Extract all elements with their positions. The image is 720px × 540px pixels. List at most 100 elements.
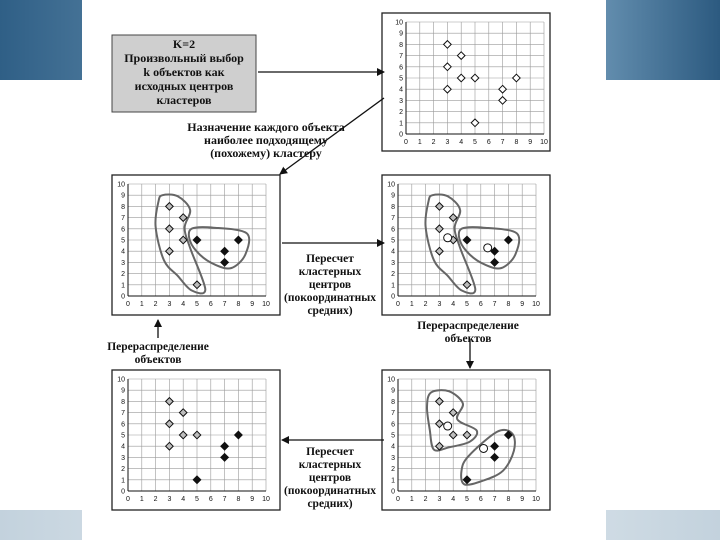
x-tick-label: 3	[437, 496, 441, 503]
y-tick-label: 0	[121, 294, 125, 301]
data-point-diamond-black	[490, 246, 500, 256]
start-box-line: кластеров	[156, 93, 212, 107]
cluster-outline	[154, 193, 207, 295]
redistribute-label-line: объектов	[135, 354, 182, 366]
y-tick-label: 8	[391, 399, 395, 406]
y-tick-label: 3	[399, 98, 403, 105]
data-point-diamond-open	[511, 73, 521, 83]
x-tick-label: 0	[126, 301, 130, 308]
cluster-outline	[425, 389, 479, 452]
data-point-diamond-open	[498, 95, 508, 105]
y-tick-label: 2	[391, 271, 395, 278]
y-tick-label: 0	[121, 489, 125, 496]
chart-frame	[111, 174, 281, 316]
recalc-label-line: центров	[309, 279, 351, 291]
data-point-diamond-black	[503, 430, 513, 440]
x-tick-label: 4	[451, 301, 455, 308]
y-tick-label: 8	[391, 204, 395, 211]
x-tick-label: 9	[520, 496, 524, 503]
data-point-diamond-open	[470, 73, 480, 83]
x-tick-label: 0	[126, 496, 130, 503]
recalc-label-line: центров	[309, 472, 351, 484]
y-tick-label: 6	[391, 421, 395, 428]
x-tick-label: 5	[473, 139, 477, 146]
x-tick-label: 2	[154, 301, 158, 308]
data-point-diamond-gray	[434, 441, 444, 451]
cluster-outline	[424, 193, 477, 295]
cluster-center-point	[443, 421, 453, 431]
x-tick-label: 7	[223, 496, 227, 503]
start-box-line: Произвольный выбор	[124, 51, 244, 65]
x-tick-label: 0	[396, 301, 400, 308]
y-tick-label: 4	[121, 444, 125, 451]
data-point-diamond-black	[490, 257, 500, 267]
data-point-diamond-open	[442, 39, 452, 49]
x-tick-label: 5	[465, 496, 469, 503]
y-tick-label: 7	[399, 53, 403, 60]
data-point-diamond-black	[233, 430, 243, 440]
y-tick-label: 10	[117, 377, 125, 384]
x-tick-label: 0	[404, 139, 408, 146]
y-tick-label: 7	[121, 410, 125, 417]
y-tick-label: 0	[391, 294, 395, 301]
x-tick-label: 10	[532, 301, 540, 308]
recalc-label-line: (покоординатных	[284, 485, 376, 497]
chart-frame	[381, 12, 551, 152]
y-tick-label: 8	[399, 42, 403, 49]
x-tick-label: 3	[167, 301, 171, 308]
data-point-diamond-gray	[434, 246, 444, 256]
y-tick-label: 1	[121, 282, 125, 289]
y-tick-label: 5	[391, 238, 395, 245]
x-tick-label: 2	[432, 139, 436, 146]
redistribute-label-line: Перераспределение	[417, 320, 519, 332]
cluster-outline	[460, 428, 516, 486]
data-point-diamond-black	[233, 235, 243, 245]
data-point-diamond-black	[220, 246, 230, 256]
x-tick-label: 1	[410, 301, 414, 308]
recalc-label-line: кластерных	[299, 459, 362, 471]
cluster-center-point	[483, 243, 493, 253]
data-point-diamond-black	[220, 452, 230, 462]
y-tick-label: 3	[391, 260, 395, 267]
x-tick-label: 8	[514, 139, 518, 146]
x-tick-label: 6	[487, 139, 491, 146]
data-point-diamond-gray	[462, 430, 472, 440]
y-tick-label: 3	[121, 455, 125, 462]
x-tick-label: 4	[459, 139, 463, 146]
data-point-diamond-black	[462, 235, 472, 245]
data-point-diamond-gray	[434, 419, 444, 429]
y-tick-label: 4	[121, 249, 125, 256]
y-tick-label: 4	[399, 87, 403, 94]
x-tick-label: 6	[209, 496, 213, 503]
y-tick-label: 3	[121, 260, 125, 267]
y-tick-label: 1	[391, 477, 395, 484]
data-point-diamond-gray	[164, 419, 174, 429]
x-tick-label: 6	[479, 496, 483, 503]
y-tick-label: 6	[399, 64, 403, 71]
data-point-diamond-black	[220, 257, 230, 267]
chart-frame	[381, 174, 551, 316]
cluster-center-point	[443, 233, 453, 243]
y-tick-label: 6	[391, 226, 395, 233]
assign-label-line: наиболее подходящему	[204, 133, 328, 147]
x-tick-label: 9	[250, 301, 254, 308]
x-tick-label: 8	[506, 496, 510, 503]
y-tick-label: 10	[395, 20, 403, 27]
y-tick-label: 7	[391, 410, 395, 417]
x-tick-label: 3	[445, 139, 449, 146]
data-point-diamond-open	[456, 73, 466, 83]
y-tick-label: 4	[391, 249, 395, 256]
x-tick-label: 7	[493, 301, 497, 308]
y-tick-label: 1	[121, 477, 125, 484]
data-point-diamond-black	[192, 235, 202, 245]
data-point-diamond-black	[503, 235, 513, 245]
y-tick-label: 10	[387, 182, 395, 189]
label-recalc-1: Пересчеткластерныхцентров(покоординатных…	[284, 253, 376, 317]
data-point-diamond-gray	[164, 246, 174, 256]
x-tick-label: 1	[140, 301, 144, 308]
y-tick-label: 9	[391, 388, 395, 395]
y-tick-label: 7	[121, 215, 125, 222]
